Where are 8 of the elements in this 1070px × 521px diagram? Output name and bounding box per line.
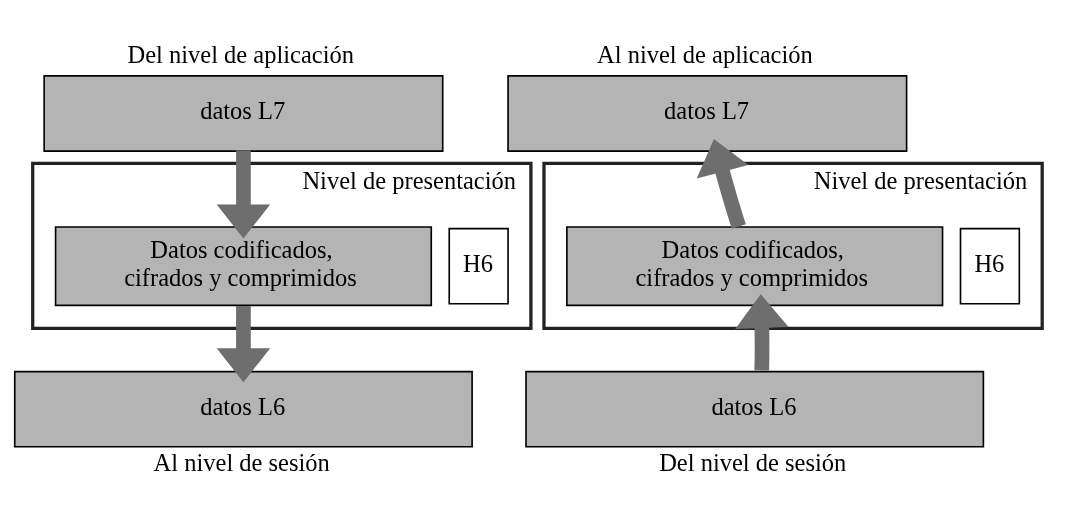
arrow: [735, 294, 789, 371]
node-label: Del nivel de sesión: [659, 449, 847, 477]
node-label: Al nivel de aplicación: [597, 40, 813, 68]
arrow: [696, 138, 749, 229]
arrow: [216, 306, 271, 383]
arrow: [216, 150, 271, 239]
node-label: Del nivel de aplicación: [127, 40, 354, 68]
node-label: Al nivel de sesión: [153, 449, 330, 477]
